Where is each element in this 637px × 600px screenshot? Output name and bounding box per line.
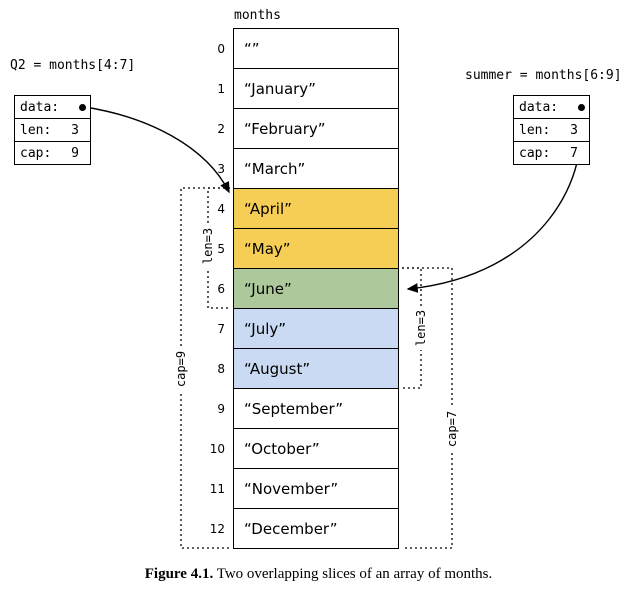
cell-index: 8 <box>217 361 225 376</box>
summer-cap-value: 7 <box>570 145 578 161</box>
cell-index: 6 <box>217 281 225 296</box>
cell-value: “September” <box>244 399 344 418</box>
array-cell: “October” <box>233 428 399 469</box>
cell-value: “January” <box>244 79 316 98</box>
cell-value: “November” <box>244 479 339 498</box>
summer-cap-label: cap: <box>519 145 551 161</box>
cell-index: 9 <box>217 401 225 416</box>
figure-caption: Figure 4.1. Two overlapping slices of an… <box>0 566 637 583</box>
array-cell: “November” <box>233 468 399 509</box>
array-cell: “June” <box>233 268 399 309</box>
cell-value: “April” <box>244 199 292 218</box>
cell-value: “February” <box>244 119 326 138</box>
array-cell: “May” <box>233 228 399 269</box>
q2-len-bracket-label: len=3 <box>200 224 216 268</box>
summer-data-label: data: <box>519 99 559 115</box>
cell-value: “August” <box>244 359 311 378</box>
cell-index: 10 <box>209 441 225 456</box>
summer-len-label: len: <box>519 122 551 138</box>
array-cell: “December” <box>233 508 399 549</box>
array-cell: “” <box>233 28 399 69</box>
cell-index: 0 <box>217 41 225 56</box>
q2-cap-value: 9 <box>71 145 79 161</box>
cell-index: 4 <box>217 201 225 216</box>
summer-cap-row: cap: 7 <box>513 141 590 165</box>
array-cell: “August” <box>233 348 399 389</box>
cell-index: 12 <box>209 521 225 536</box>
cell-value: “” <box>244 39 260 58</box>
array-title: months <box>234 8 281 23</box>
cell-value: “October” <box>244 439 320 458</box>
cell-index: 7 <box>217 321 225 336</box>
summer-slice-title: summer = months[6:9] <box>465 68 622 83</box>
q2-data-label: data: <box>20 99 60 115</box>
summer-data-row: data: <box>513 95 590 119</box>
q2-data-row: data: <box>14 95 91 119</box>
summer-len-value: 3 <box>570 122 578 138</box>
q2-data-pointer-dot <box>79 103 86 111</box>
cell-index: 2 <box>217 121 225 136</box>
array-cell: “March” <box>233 148 399 189</box>
figure-caption-text: Two overlapping slices of an array of mo… <box>216 566 493 582</box>
q2-len-row: len: 3 <box>14 118 91 142</box>
q2-cap-bracket-label: cap=9 <box>173 347 189 391</box>
summer-len-bracket-label: len=3 <box>413 306 429 350</box>
q2-len-label: len: <box>20 122 52 138</box>
array-cell: “January” <box>233 68 399 109</box>
q2-slice-title: Q2 = months[4:7] <box>10 58 136 73</box>
cell-value: “December” <box>244 519 338 538</box>
cell-index: 11 <box>209 481 225 496</box>
cell-index: 1 <box>217 81 225 96</box>
array-cell: “September” <box>233 388 399 429</box>
q2-len-value: 3 <box>71 122 79 138</box>
summer-data-pointer-dot <box>578 103 585 111</box>
cell-value: “March” <box>244 159 306 178</box>
cell-index: 3 <box>217 161 225 176</box>
figure-caption-label: Figure 4.1. <box>144 566 214 582</box>
array-cell: “April” <box>233 188 399 229</box>
cell-value: “May” <box>244 239 291 258</box>
q2-cap-label: cap: <box>20 145 52 161</box>
summer-cap-bracket-label: cap=7 <box>444 407 460 451</box>
cell-value: “June” <box>244 279 292 298</box>
summer-len-row: len: 3 <box>513 118 590 142</box>
array-cell: “July” <box>233 308 399 349</box>
array-cell: “February” <box>233 108 399 149</box>
cell-value: “July” <box>244 319 287 338</box>
q2-cap-row: cap: 9 <box>14 141 91 165</box>
